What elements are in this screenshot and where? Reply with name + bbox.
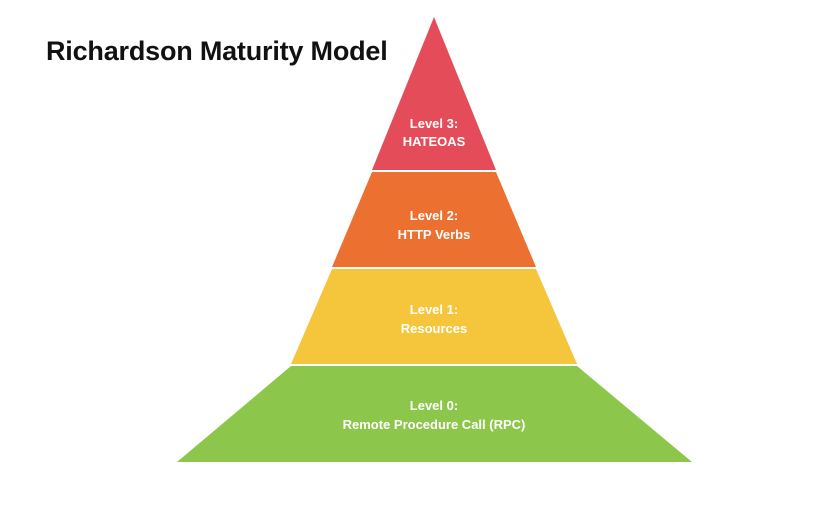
pyramid-tier-level-3-name: HATEOAS (403, 134, 466, 149)
pyramid-tier-level-2-title: Level 2: (410, 208, 458, 223)
pyramid-tier-level-0-name: Remote Procedure Call (RPC) (343, 417, 526, 432)
pyramid-tier-level-2-name: HTTP Verbs (398, 227, 471, 242)
pyramid-tier-level-1[interactable] (291, 269, 577, 364)
pyramid-tier-level-1-name: Resources (401, 321, 467, 336)
pyramid-tier-level-2[interactable] (332, 172, 536, 267)
pyramid-tier-level-3-title: Level 3: (410, 116, 458, 131)
pyramid-tier-level-0-title: Level 0: (410, 398, 458, 413)
pyramid-tier-level-0[interactable] (177, 366, 692, 462)
pyramid-tier-level-3[interactable] (372, 17, 496, 170)
page-title: Richardson Maturity Model (46, 36, 388, 66)
pyramid-tier-level-1-title: Level 1: (410, 302, 458, 317)
